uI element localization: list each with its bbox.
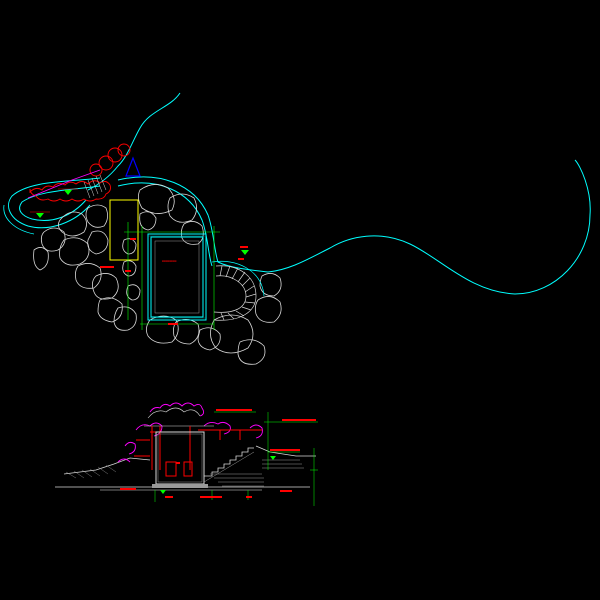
site-plan-view: ▬▬▬▬▬▬▬▬ [3,92,591,365]
elevation-marker-icon [241,250,249,255]
level-marker-icon [30,211,50,218]
section-leaders [154,411,318,506]
planting-magenta-edge [27,169,101,199]
pond-section-box [155,431,205,485]
garden-path-curve-inner [117,182,213,267]
planting-cloud-group [29,143,131,202]
section-elevation-view [55,402,318,506]
retaining-wall-hatch [210,459,304,487]
level-marker-icon [58,188,78,195]
pond-structure [147,233,207,321]
elevation-marker-icon [160,456,276,494]
garden-path-curve [117,159,591,295]
stairs-cyan-edge [211,260,265,297]
section-annotations [120,409,316,498]
pavilion-canopy [144,407,214,427]
walkway-outer-edge [8,177,101,229]
pond-floor [152,484,208,488]
plan-annotations [100,238,248,325]
walkway-edge-line [3,204,35,235]
curved-stairs [213,265,257,321]
pavilion-roof [117,402,263,463]
structural-frame [134,426,262,477]
rock-outlines [33,184,282,365]
section-stairs [203,447,255,483]
walkway-hatch [83,174,107,199]
left-terrain-hatch [65,464,117,479]
left-terrain [63,457,151,475]
pond-label: ▬▬▬▬▬▬▬▬ [162,259,177,263]
pavilion-outline [109,199,139,261]
right-terrain [255,445,316,457]
pond-hatch [148,235,206,319]
walkway-inner-edge [19,185,101,221]
blue-planting-mark [125,156,141,177]
